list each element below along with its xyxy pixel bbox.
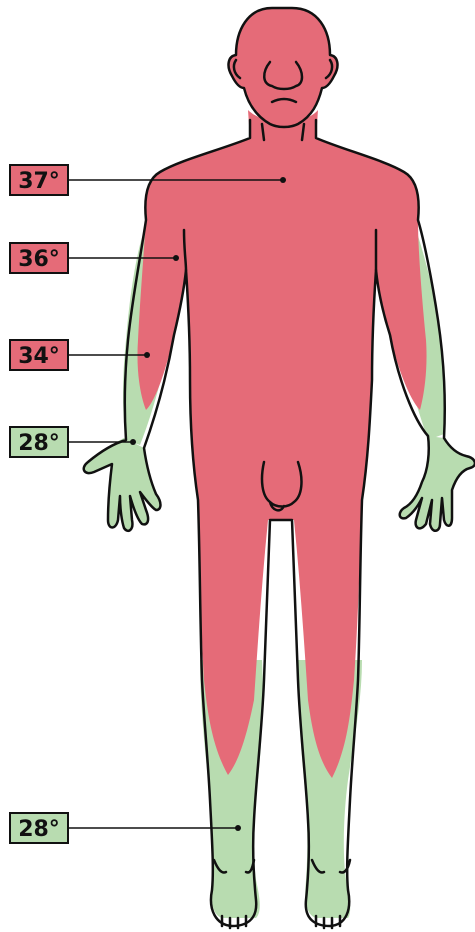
- leader-dot: [173, 255, 179, 261]
- core-zone: [137, 8, 426, 778]
- leader-dot: [280, 177, 286, 183]
- temp-label-text: 28°: [18, 817, 60, 842]
- temp-label-text: 34°: [18, 344, 60, 369]
- temp-label-text: 28°: [18, 431, 60, 456]
- torso: [137, 138, 426, 778]
- leader-dot: [235, 825, 241, 831]
- temp-label-text: 36°: [18, 247, 60, 272]
- leader-dot: [144, 352, 150, 358]
- leader-dot: [130, 439, 136, 445]
- temp-label-text: 37°: [18, 169, 60, 194]
- right-hand: [400, 436, 475, 531]
- head: [229, 8, 338, 127]
